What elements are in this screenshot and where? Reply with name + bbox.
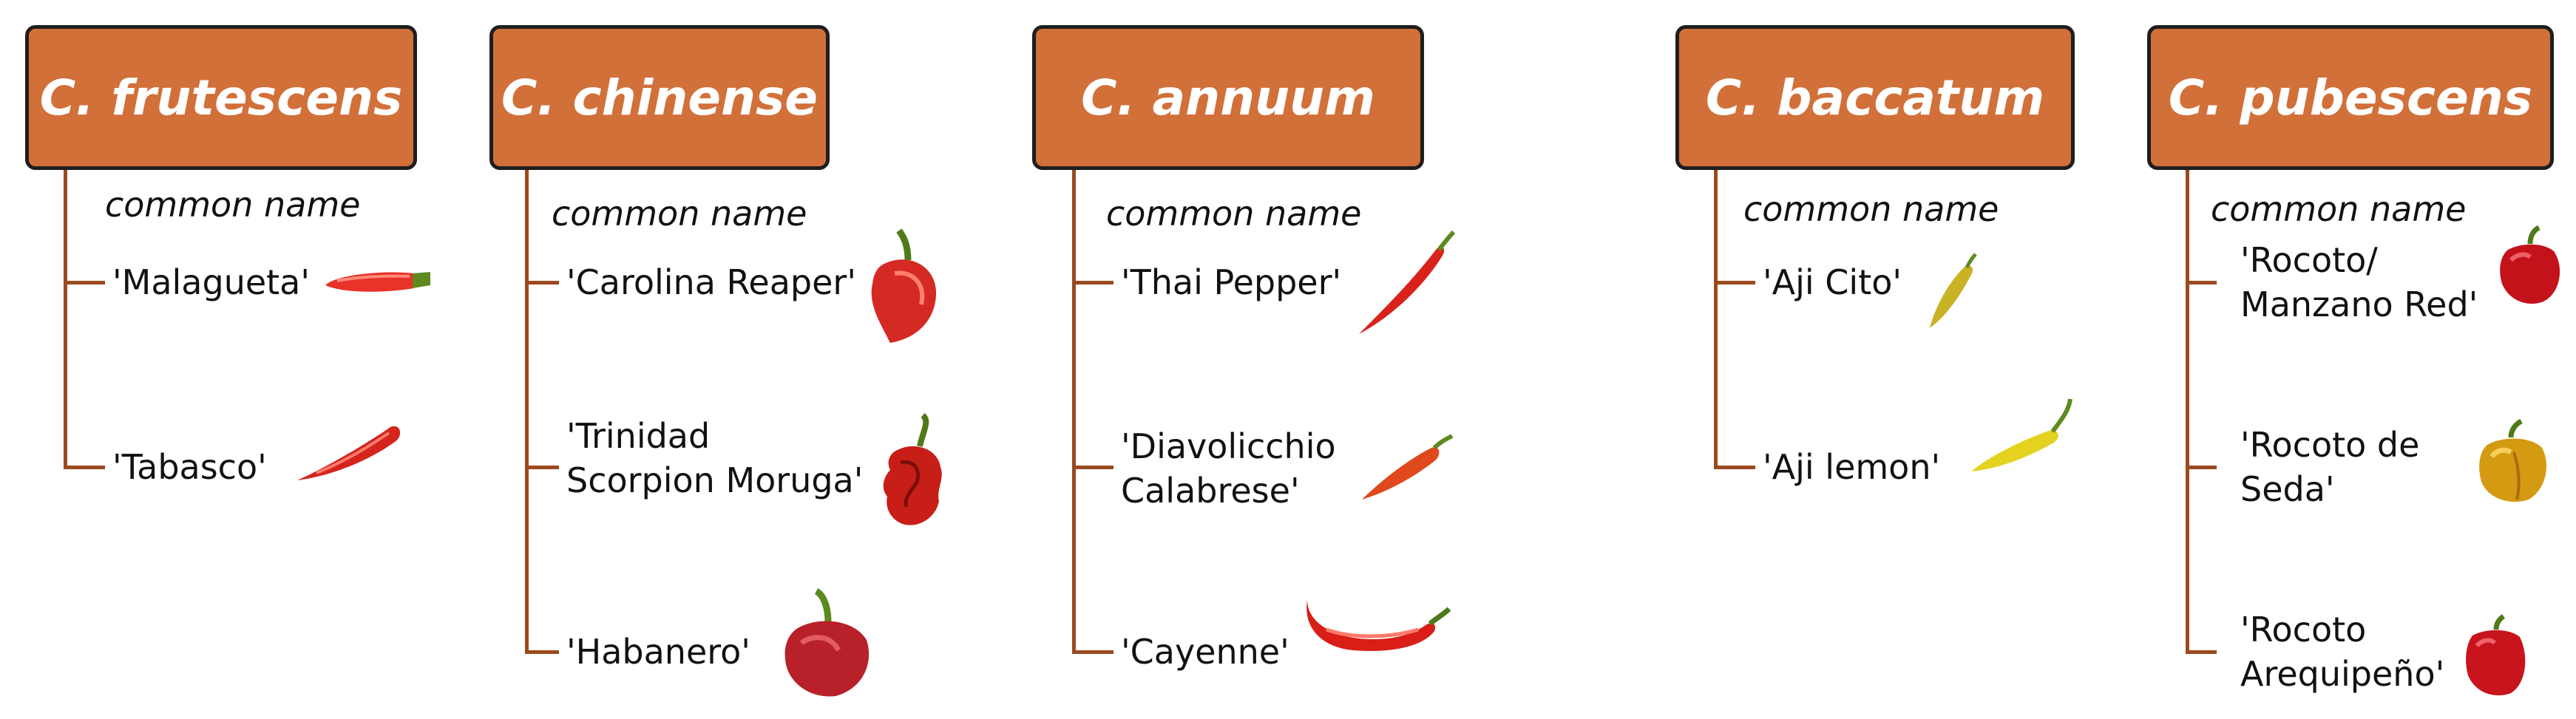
cultivar-aji-lemon: 'Aji lemon': [1763, 447, 1941, 487]
branch-rocoto-seda: [2186, 466, 2217, 469]
branch-aji-lemon: [1714, 466, 1755, 469]
common-name-label: common name: [1106, 194, 1362, 234]
branch-trinidad-scorpion: [525, 466, 559, 469]
aji-lemon-pepper-icon: [1971, 398, 2072, 471]
species-box-chinense: C. chinense: [489, 25, 830, 170]
branch-tabasco: [64, 466, 105, 469]
cultivar-carolina-reaper: 'Carolina Reaper': [566, 262, 856, 302]
cayenne-pepper-icon: [1306, 600, 1451, 651]
common-name-label: common name: [105, 185, 361, 225]
tree-trunk-chinense: [525, 170, 529, 654]
carolina-reaper-pepper-icon: [871, 228, 937, 343]
malagueta-pepper-icon: [325, 272, 430, 292]
branch-malagueta: [64, 281, 105, 284]
common-name-label: common name: [1743, 189, 1999, 229]
cultivar-cayenne: 'Cayenne': [1121, 632, 1289, 672]
species-box-baccatum: C. baccatum: [1675, 25, 2075, 170]
branch-habanero: [525, 650, 559, 654]
tree-trunk-pubescens: [2186, 170, 2189, 654]
common-name-label: common name: [552, 194, 807, 234]
diavolicchio-pepper-icon: [1362, 434, 1454, 500]
aji-cito-pepper-icon: [1930, 253, 1977, 328]
cultivar-tabasco: 'Tabasco': [112, 447, 267, 487]
branch-aji-cito: [1714, 281, 1755, 284]
rocoto-seda-pepper-icon: [2479, 418, 2546, 502]
species-box-frutescens: C. frutescens: [25, 25, 417, 170]
cultivar-diavolicchio-calabrese: 'Diavolicchio Calabrese': [1121, 426, 1336, 511]
common-name-label: common name: [2211, 189, 2467, 229]
tree-trunk-baccatum: [1714, 170, 1718, 469]
cultivar-rocoto-arequipeno: 'Rocoto Arequipeño': [2240, 610, 2445, 694]
cultivar-thai-pepper: 'Thai Pepper': [1121, 262, 1342, 302]
branch-thai-pepper: [1072, 281, 1114, 284]
cultivar-malagueta: 'Malagueta': [112, 262, 311, 302]
cultivar-trinidad-scorpion-moruga: 'Trinidad Scorpion Moruga': [566, 416, 864, 500]
rocoto-manzano-pepper-icon: [2500, 225, 2560, 304]
species-box-pubescens: C. pubescens: [2147, 25, 2554, 170]
branch-cayenne: [1072, 650, 1114, 654]
species-box-annuum: C. annuum: [1032, 25, 1424, 170]
branch-rocoto-arequipeno: [2186, 650, 2217, 654]
thai-pepper-icon: [1359, 230, 1456, 334]
rocoto-arequipeno-pepper-icon: [2466, 614, 2526, 695]
tree-trunk-annuum: [1072, 170, 1076, 654]
cultivar-rocoto-manzano-red: 'Rocoto/ Manzano Red': [2240, 240, 2478, 324]
tabasco-pepper-icon: [297, 426, 401, 480]
tree-trunk-frutescens: [64, 170, 67, 469]
branch-diavolicchio: [1072, 466, 1114, 469]
habanero-pepper-icon: [784, 587, 870, 697]
cultivar-aji-cito: 'Aji Cito': [1763, 262, 1902, 302]
cultivar-habanero: 'Habanero': [566, 632, 750, 672]
trinidad-scorpion-pepper-icon: [883, 412, 942, 525]
branch-rocoto-manzano: [2186, 281, 2217, 284]
cultivar-rocoto-de-seda: 'Rocoto de Seda': [2240, 425, 2420, 509]
branch-carolina-reaper: [525, 281, 559, 284]
